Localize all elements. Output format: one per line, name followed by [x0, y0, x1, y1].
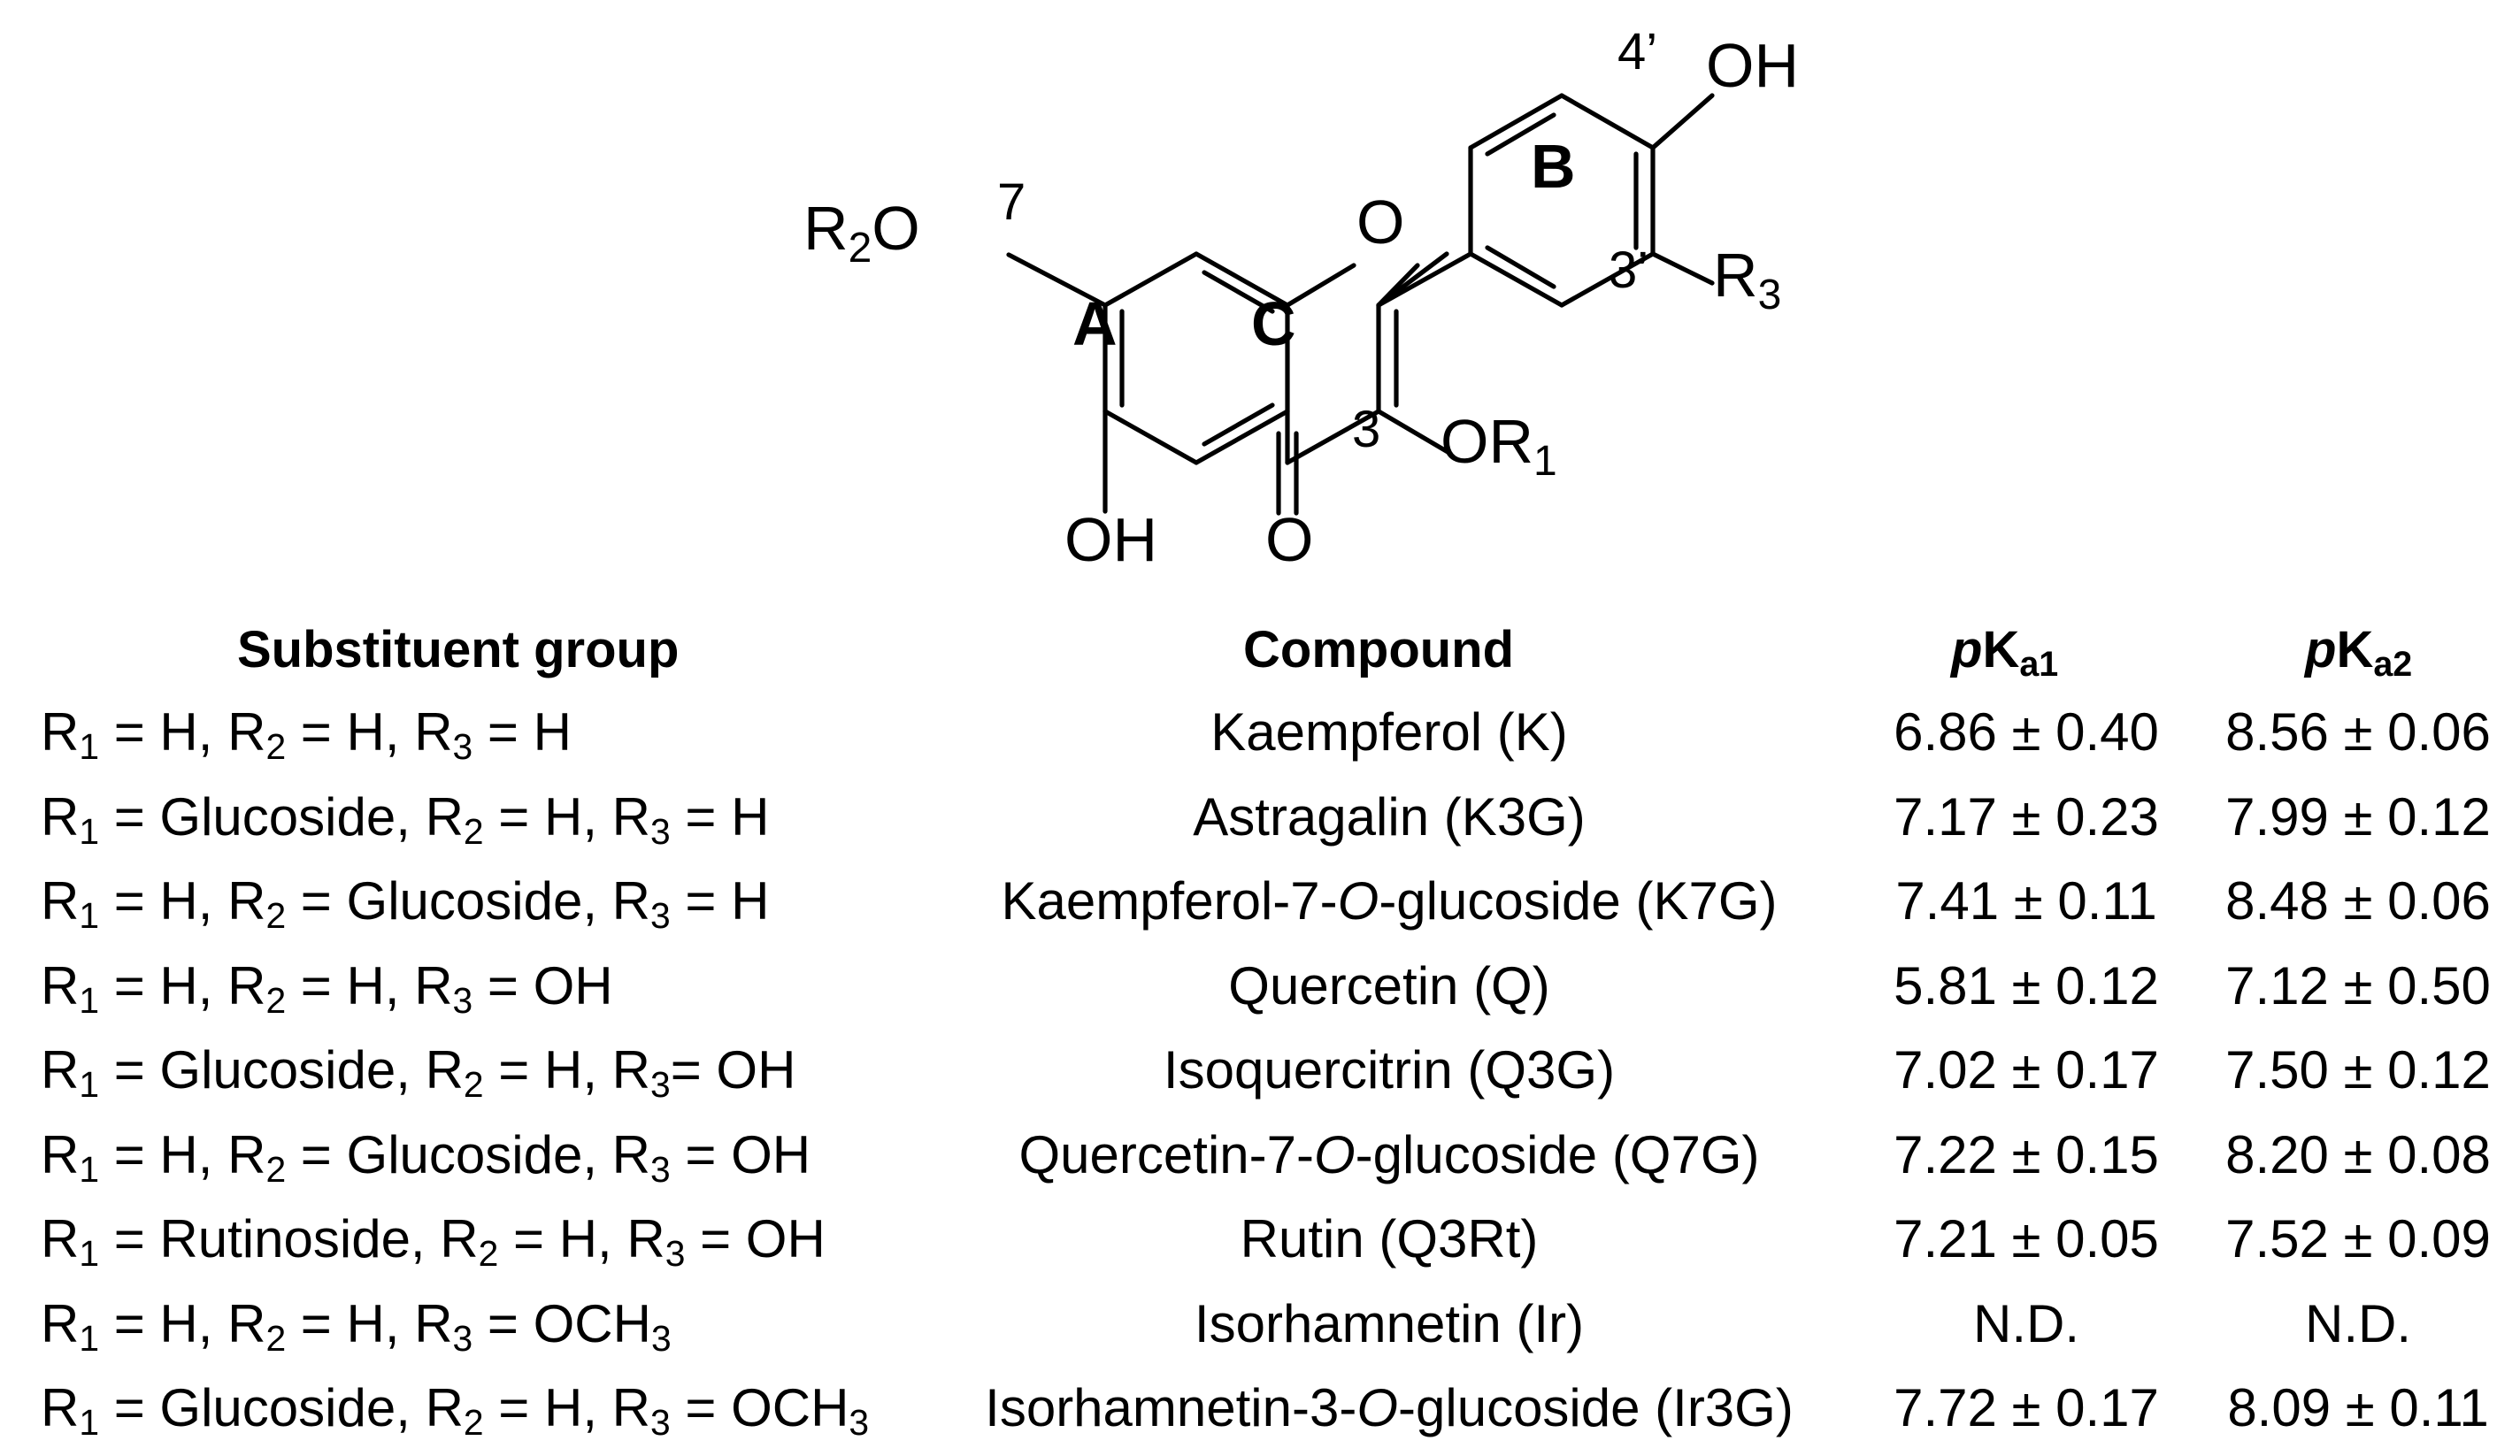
compound-cell: Kaempferol (K)	[1210, 702, 1568, 762]
pka2-cell: 8.56 ± 0.06	[2225, 702, 2491, 762]
pka2-cell: 8.20 ± 0.08	[2225, 1124, 2491, 1184]
pka2-cell: 8.09 ± 0.11	[2227, 1378, 2489, 1437]
hydroxyl-5-label: OH	[1064, 505, 1157, 574]
ring-c-label: C	[1251, 289, 1296, 358]
table-row: R1 = H, R2 = Glucoside, R3 = H Kaempferol…	[0, 859, 2520, 943]
pka1-cell: 5.81 ± 0.12	[1894, 955, 2159, 1015]
pka2-cell: 7.12 ± 0.50	[2225, 955, 2491, 1015]
position-4-prime-label: 4’	[1617, 23, 1657, 80]
substituent-cell: R1 = Glucoside, R2 = H, R3 = H	[41, 786, 770, 852]
position-3-prime-label: 3’	[1609, 241, 1648, 299]
compound-cell: Rutin (Q3Rt)	[1240, 1209, 1539, 1268]
compound-cell: Astragalin (K3G)	[1193, 786, 1586, 847]
r2o-label: R2O	[803, 194, 920, 272]
substituent-cell: R1 = H, R2 = H, R3 = H	[41, 702, 572, 768]
substituent-cell: R1 = Glucoside, R2 = H, R3= OH	[41, 1040, 796, 1106]
header-pka2: pKa2	[2305, 621, 2413, 684]
header-substituent-group: Substituent group	[237, 621, 680, 678]
flavonol-structure-diagram: R2O 7 A C O B OH O 3 OR1 3’ R3 4’ OH	[803, 23, 1799, 574]
table-row: R1 = Glucoside, R2 = H, R3 = H Astragalin…	[0, 775, 2520, 859]
header-compound: Compound	[1243, 621, 1515, 678]
substituent-cell: R1 = Glucoside, R2 = H, R3 = OCH3	[41, 1378, 870, 1444]
compound-cell: Isorhamnetin (Ir)	[1194, 1293, 1585, 1353]
compound-cell: Quercetin-7-O-glucoside (Q7G)	[1018, 1124, 1760, 1184]
or1-label: OR1	[1441, 407, 1557, 485]
ring-a-label: A	[1072, 289, 1118, 358]
table-row: R1 = H, R2 = H, R3 = OH Quercetin (Q) 5.81…	[0, 944, 2520, 1028]
position-3-label: 3	[1352, 401, 1380, 458]
pka1-cell: N.D.	[1973, 1293, 2079, 1353]
compound-cell: Kaempferol-7-O-glucoside (K7G)	[1001, 871, 1778, 931]
pka1-cell: 7.17 ± 0.23	[1894, 786, 2159, 847]
pka2-cell: 7.50 ± 0.12	[2225, 1040, 2491, 1100]
carbonyl-oxygen-label: O	[1265, 505, 1313, 574]
table-row: R1 = H, R2 = Glucoside, R3 = OH Quercetin…	[0, 1113, 2520, 1197]
substituent-cell: R1 = H, R2 = H, R3 = OCH3	[41, 1293, 672, 1359]
substituent-cell: R1 = H, R2 = H, R3 = OH	[41, 955, 613, 1021]
pka-table: Substituent group Compound pKa1 pKa2 R1 …	[0, 610, 2520, 1451]
pka1-cell: 7.02 ± 0.17	[1894, 1040, 2159, 1100]
substituent-cell: R1 = H, R2 = Glucoside, R3 = OH	[41, 1124, 811, 1190]
pka1-cell: 7.41 ± 0.11	[1895, 871, 2157, 931]
pka2-cell: N.D.	[2305, 1293, 2411, 1353]
substituent-cell: R1 = H, R2 = Glucoside, R3 = H	[41, 871, 770, 937]
pka2-cell: 8.48 ± 0.06	[2225, 871, 2491, 931]
compound-cell: Isorhamnetin-3-O-glucoside (Ir3G)	[985, 1378, 1794, 1437]
pka1-cell: 7.72 ± 0.17	[1894, 1378, 2159, 1437]
hydroxyl-4-prime-label: OH	[1706, 31, 1799, 100]
table-row: R1 = H, R2 = H, R3 = H Kaempferol (K) 6.86…	[0, 690, 2520, 774]
position-7-label: 7	[997, 173, 1026, 231]
pka2-cell: 7.99 ± 0.12	[2225, 786, 2491, 847]
r3-label: R3	[1713, 241, 1781, 318]
pka1-cell: 7.21 ± 0.05	[1894, 1209, 2159, 1268]
bond-lines	[1006, 93, 1715, 516]
ring-oxygen-label: O	[1356, 188, 1404, 257]
ring-b-label: B	[1531, 132, 1576, 201]
table-row: R1 = Glucoside, R2 = H, R3 = OCH3 Isorham…	[0, 1366, 2520, 1450]
table-row: R1 = H, R2 = H, R3 = OCH3 Isorhamnetin (I…	[0, 1282, 2520, 1366]
substituent-cell: R1 = Rutinoside, R2 = H, R3 = OH	[41, 1209, 826, 1275]
compound-cell: Isoquercitrin (Q3G)	[1163, 1040, 1616, 1100]
compound-cell: Quercetin (Q)	[1228, 955, 1550, 1015]
header-pka1: pKa1	[1951, 621, 2059, 684]
table-row: R1 = Rutinoside, R2 = H, R3 = OH Rutin (Q…	[0, 1197, 2520, 1281]
pka1-cell: 6.86 ± 0.40	[1894, 702, 2159, 762]
pka1-cell: 7.22 ± 0.15	[1894, 1124, 2159, 1184]
table-row: R1 = Glucoside, R2 = H, R3= OH Isoquercit…	[0, 1028, 2520, 1112]
pka2-cell: 7.52 ± 0.09	[2225, 1209, 2491, 1268]
